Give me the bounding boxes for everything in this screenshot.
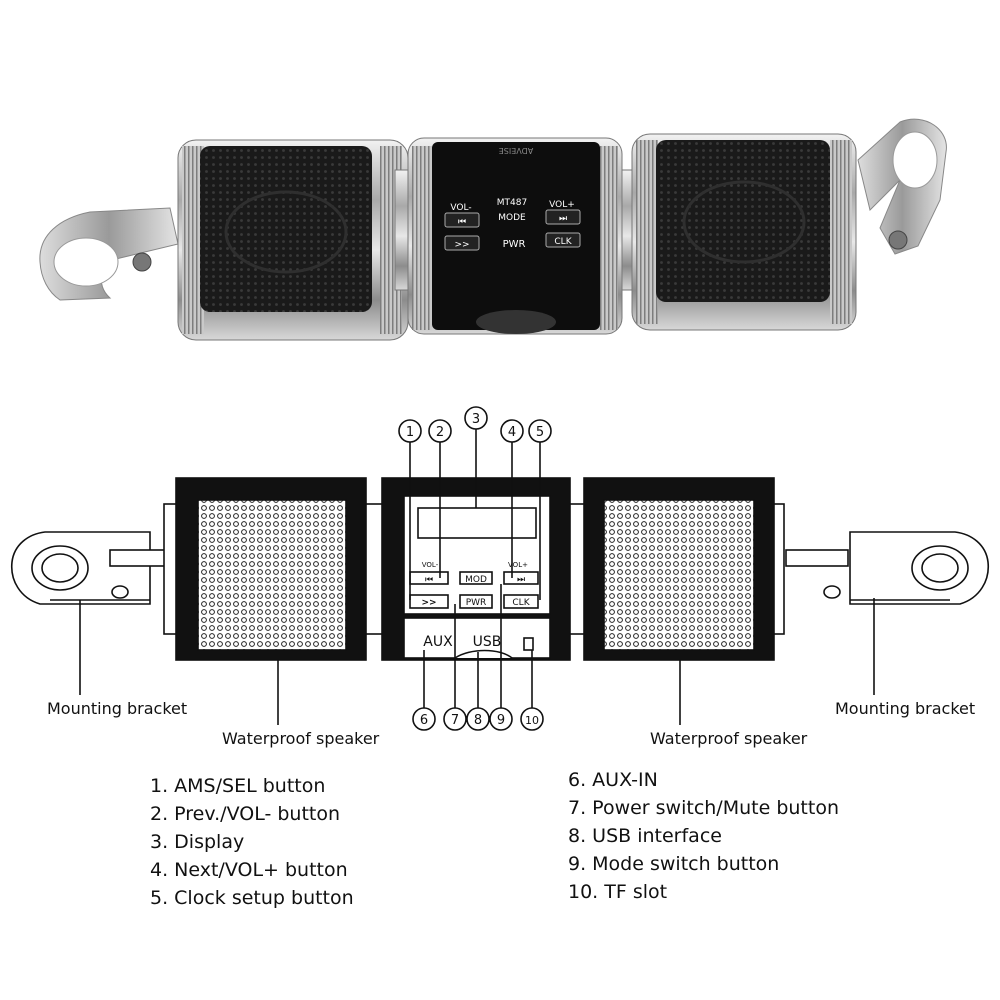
- photo-next-button[interactable]: [545, 209, 581, 225]
- diagram-panel-labels: VOL- ⏮ MOD VOL+ ⏭ >> PWR CLK AUX USB: [421, 561, 530, 650]
- legend-item: 4. Next/VOL+ button: [150, 859, 348, 881]
- diagram-vol-minus-label: VOL-: [422, 561, 439, 569]
- svg-text:⏮: ⏮: [425, 575, 433, 585]
- product-photo: ADVEISE VOL- ⏮ MT487 MODE VOL+ ⏭ >> PWR …: [39, 118, 947, 341]
- legend-item: 7. Power switch/Mute button: [568, 797, 839, 819]
- svg-text:⏭: ⏭: [559, 214, 567, 224]
- photo-control-unit: ADVEISE VOL- ⏮ MT487 MODE VOL+ ⏭ >> PWR …: [407, 137, 623, 335]
- callouts: [79, 406, 875, 731]
- photo-forward-label: >>: [454, 240, 469, 250]
- diagram-vol-plus-label: VOL+: [508, 561, 528, 569]
- diagram-left-bracket: [11, 531, 173, 605]
- callout-6: 6: [420, 713, 428, 728]
- photo-forward-button[interactable]: [444, 235, 480, 251]
- callout-10: 10: [525, 714, 539, 727]
- photo-clk-button[interactable]: [545, 232, 581, 248]
- diagram-left-speaker: [175, 477, 367, 661]
- diagram-pwr-button[interactable]: [459, 594, 493, 609]
- diagram-usb-label: USB: [473, 634, 502, 650]
- diagram-display: [417, 507, 537, 539]
- photo-pwr-label: PWR: [503, 239, 526, 250]
- legend-item: 6. AUX-IN: [568, 769, 658, 791]
- diagram-right-bracket: [785, 531, 989, 605]
- callout-3: 3: [472, 412, 480, 427]
- callout-7: 7: [451, 713, 459, 728]
- photo-left-speaker: [177, 139, 409, 341]
- legend-item: 2. Prev./VOL- button: [150, 803, 341, 825]
- legend-left: 1. AMS/SEL button 2. Prev./VOL- button 3…: [150, 772, 354, 912]
- callout-1: 1: [406, 425, 414, 440]
- diagram-clk-button[interactable]: [503, 594, 539, 609]
- photo-clk-label: CLK: [554, 237, 572, 247]
- diagram-aux-label: AUX: [423, 634, 453, 650]
- callout-2: 2: [436, 425, 444, 440]
- label-mounting-bracket-left: Mounting bracket: [47, 699, 188, 718]
- legend-item: 5. Clock setup button: [150, 887, 354, 909]
- callout-numbers: 1 2 3 4 5 6 7 8 9 10: [406, 412, 544, 728]
- diagram-forward-button[interactable]: [409, 594, 449, 609]
- legend-item: 9. Mode switch button: [568, 853, 780, 875]
- diagram-mod-label: MOD: [465, 575, 487, 585]
- svg-text:⏭: ⏭: [517, 575, 525, 585]
- diagram-mod-button[interactable]: [459, 571, 493, 585]
- callout-5: 5: [536, 425, 544, 440]
- diagram-right-speaker: [583, 477, 775, 661]
- label-waterproof-speaker-right: Waterproof speaker: [650, 729, 808, 748]
- legend-item: 8. USB interface: [568, 825, 722, 847]
- photo-right-speaker: [631, 133, 857, 331]
- svg-text:⏮: ⏮: [458, 217, 466, 227]
- diagram-tf-slot: [523, 637, 534, 651]
- label-waterproof-speaker-left: Waterproof speaker: [222, 729, 380, 748]
- diagram-pwr-label: PWR: [466, 598, 487, 608]
- photo-model-label: MT487: [497, 198, 527, 208]
- photo-vol-minus-label: VOL-: [450, 203, 471, 213]
- label-mounting-bracket-right: Mounting bracket: [835, 699, 976, 718]
- diagram-forward-label: >>: [421, 598, 436, 608]
- callout-4: 4: [508, 425, 516, 440]
- line-diagram: [11, 406, 989, 731]
- legend-item: 10. TF slot: [568, 881, 668, 903]
- legend-item: 1. AMS/SEL button: [150, 775, 326, 797]
- legend-right: 6. AUX-IN 7. Power switch/Mute button 8.…: [568, 766, 839, 906]
- photo-brand: ADVEISE: [499, 146, 534, 155]
- photo-mode-label: MODE: [498, 213, 526, 223]
- photo-prev-button[interactable]: [444, 212, 480, 228]
- photo-vol-plus-label: VOL+: [549, 200, 575, 210]
- callout-8: 8: [474, 713, 482, 728]
- diagram-clk-label: CLK: [512, 598, 530, 608]
- legend-item: 3. Display: [150, 831, 245, 853]
- callout-9: 9: [497, 713, 505, 728]
- diagram-control-unit: [381, 477, 571, 661]
